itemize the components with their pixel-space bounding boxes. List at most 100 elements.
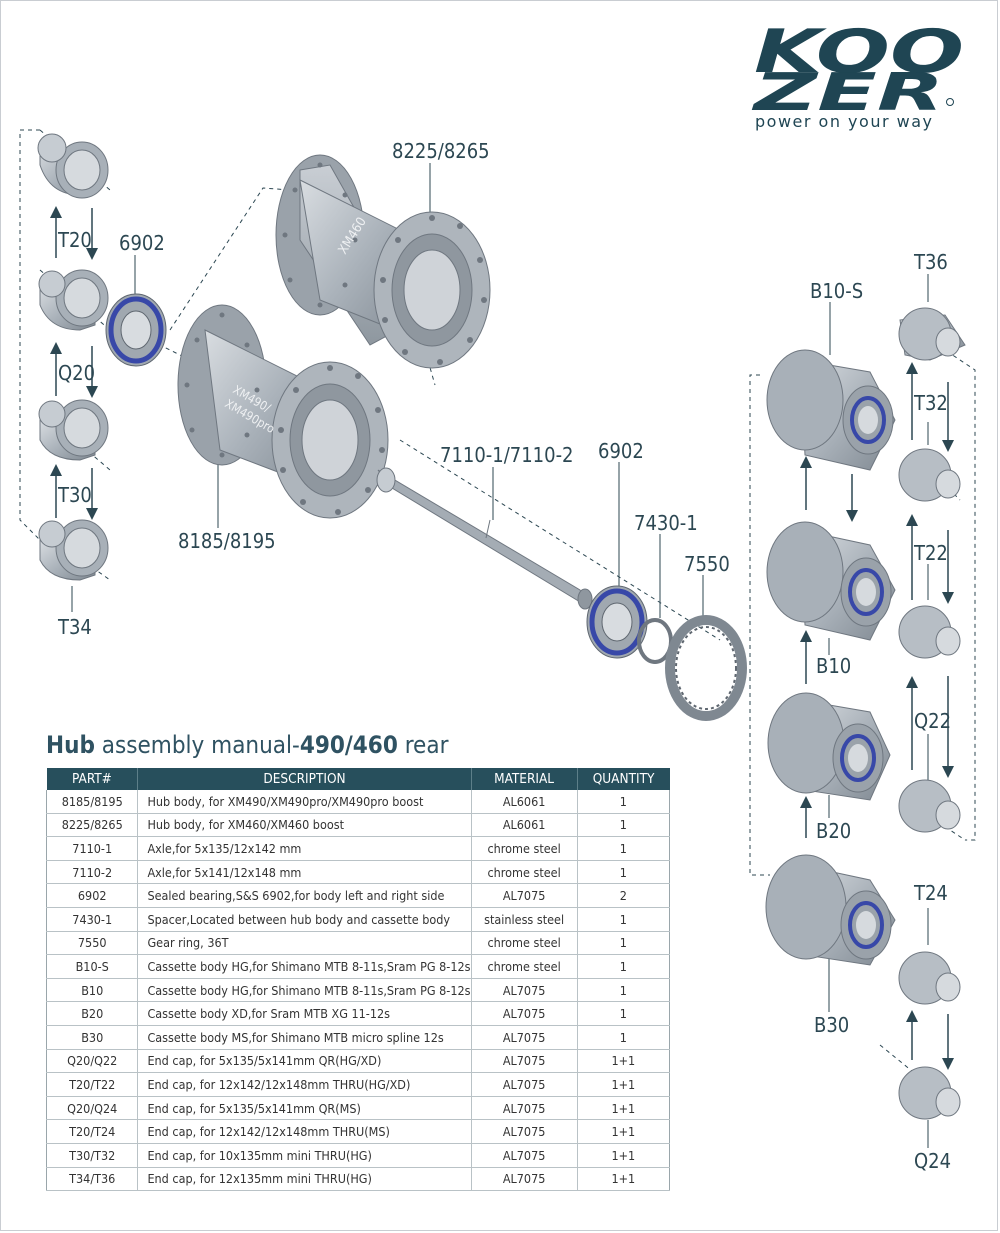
cell-part: B20 (45, 1001, 138, 1026)
cell-description: Cassette body HG,for Shimano MTB 8-11s,S… (137, 978, 472, 1003)
cell-part: 7110-1 (45, 836, 138, 861)
header-material: MATERIAL (470, 768, 578, 790)
end-cap-t30 (38, 399, 109, 461)
cell-quantity: 1 (576, 1001, 671, 1026)
cell-part: T20/T22 (45, 1072, 138, 1097)
cell-description: End cap, for 5x135/5x141mm QR(HG/XD) (137, 1049, 472, 1074)
cell-material: chrome steel (470, 836, 578, 861)
label-cap-q24: Q24 (914, 1149, 951, 1173)
cell-material: stainless steel (470, 907, 578, 932)
cell-material: AL7075 (470, 1167, 578, 1192)
cell-part: T30/T32 (45, 1143, 138, 1168)
cell-part: B30 (45, 1025, 138, 1050)
cell-description: Sealed bearing,S&S 6902,for body left an… (137, 883, 472, 908)
cell-quantity: 1 (576, 860, 671, 885)
cell-description: Cassette body HG,for Shimano MTB 8-11s,S… (137, 954, 472, 979)
table-header-row: PART# DESCRIPTION MATERIAL QUANTITY (46, 768, 670, 790)
cell-description: Hub body, for XM460/XM460 boost (137, 813, 472, 838)
label-body-b10: B10 (816, 654, 851, 678)
cell-description: Gear ring, 36T (137, 931, 472, 956)
cell-part: B10 (45, 978, 138, 1003)
page-title: Hub assembly manual-490/460 rear (46, 731, 449, 759)
cell-quantity: 1 (576, 978, 671, 1003)
cell-part: 7430-1 (45, 907, 138, 932)
end-cap-q20 (38, 269, 109, 331)
end-cap-t24 (898, 951, 961, 1005)
cell-material: chrome steel (470, 954, 578, 979)
leader-lines (71, 163, 929, 1148)
cassette-body-b10s (766, 349, 896, 471)
label-cap-t36: T36 (913, 250, 948, 274)
end-cap-t22 (898, 605, 961, 659)
cell-material: AL7075 (470, 978, 578, 1003)
end-cap-t20 (37, 133, 109, 199)
cell-description: Cassette body MS,for Shimano MTB micro s… (137, 1025, 472, 1050)
parts-table: PART# DESCRIPTION MATERIAL QUANTITY 8185… (45, 768, 671, 1192)
direction-arrows (50, 206, 954, 1070)
label-cap-t20: T20 (57, 228, 92, 252)
cell-quantity: 1 (576, 931, 671, 956)
cell-material: AL7075 (470, 1096, 578, 1121)
cell-quantity: 1 (576, 907, 671, 932)
cell-material: AL7075 (470, 1001, 578, 1026)
label-cap-t22: T22 (913, 541, 948, 565)
cell-part: 8185/8195 (45, 790, 138, 814)
header-description: DESCRIPTION (137, 768, 472, 790)
cell-part: T34/T36 (45, 1167, 138, 1192)
cell-material: AL6061 (470, 790, 578, 814)
header-part: PART# (46, 768, 138, 790)
hub-body-lower: XM490/ XM490pro (177, 304, 389, 519)
label-cap-q22: Q22 (914, 709, 951, 733)
end-cap-q24 (898, 1066, 961, 1120)
cell-quantity: 1 (576, 954, 671, 979)
end-cap-t36 (898, 307, 966, 361)
cell-part: Q20/Q22 (45, 1049, 138, 1074)
label-axle: 7110-1/7110-2 (440, 443, 574, 467)
cell-quantity: 1+1 (576, 1072, 671, 1097)
cell-quantity: 1+1 (576, 1119, 671, 1144)
label-cap-t32: T32 (913, 391, 948, 415)
cell-quantity: 1 (576, 1025, 671, 1050)
label-spacer: 7430-1 (634, 511, 698, 535)
cell-description: Axle,for 5x135/12x142 mm (137, 836, 472, 861)
logo-tagline: power on your way (755, 112, 933, 131)
cell-description: End cap, for 5x135/5x141mm QR(MS) (137, 1096, 472, 1121)
cell-description: Spacer,Located between hub body and cass… (137, 907, 472, 932)
axle (376, 467, 593, 610)
cell-part: T20/T24 (45, 1119, 138, 1144)
cell-part: 7550 (45, 931, 138, 956)
cell-description: End cap, for 10x135mm mini THRU(HG) (137, 1143, 472, 1168)
end-cap-t32 (898, 448, 961, 502)
registered-mark-icon (946, 98, 954, 106)
cell-quantity: 1 (576, 813, 671, 838)
cell-quantity: 1+1 (576, 1049, 671, 1074)
cell-part: B10-S (45, 954, 138, 979)
cell-part: 6902 (45, 883, 138, 908)
cell-description: Axle,for 5x141/12x148 mm (137, 860, 472, 885)
label-body-b20: B20 (816, 819, 851, 843)
cell-description: End cap, for 12x142/12x148mm THRU(MS) (137, 1119, 472, 1144)
cell-description: End cap, for 12x142/12x148mm THRU(HG/XD) (137, 1072, 472, 1097)
cell-part: 8225/8265 (45, 813, 138, 838)
cell-material: AL7075 (470, 1049, 578, 1074)
cell-material: AL7075 (470, 1025, 578, 1050)
cell-material: AL6061 (470, 813, 578, 838)
cell-quantity: 1+1 (576, 1143, 671, 1168)
cell-part: 7110-2 (45, 860, 138, 885)
label-cap-q20: Q20 (58, 361, 95, 385)
cell-quantity: 1+1 (576, 1096, 671, 1121)
cassette-body-b20 (767, 692, 891, 801)
